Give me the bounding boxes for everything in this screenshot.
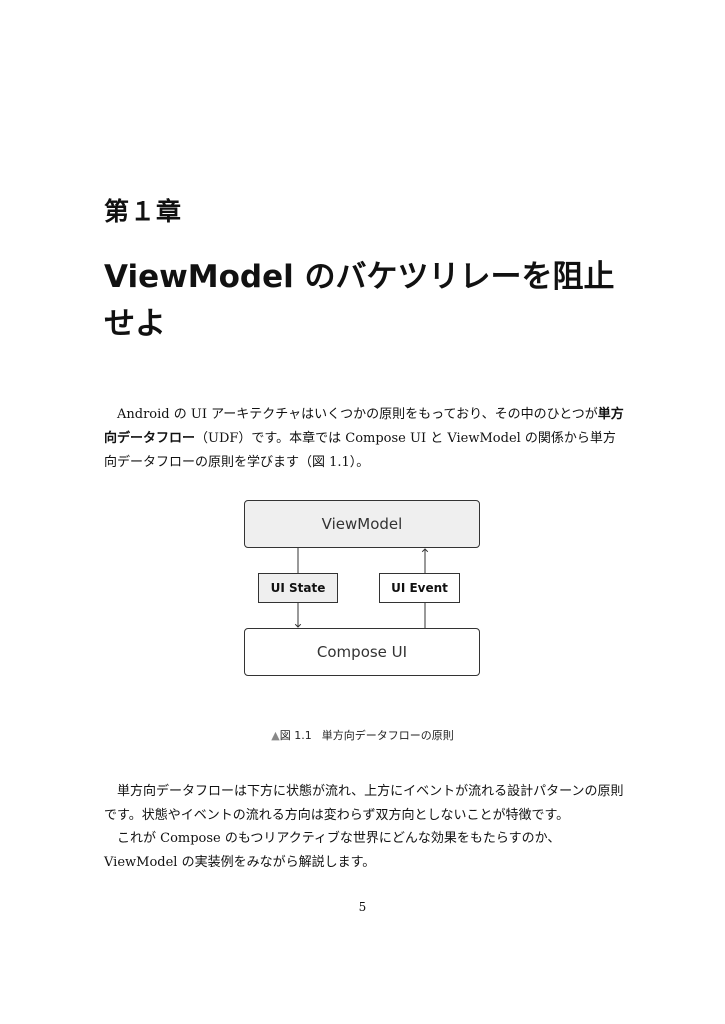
ui-event-box: UI Event <box>379 573 460 603</box>
caption-number: 図 1.1 <box>279 729 312 742</box>
viewmodel-box: ViewModel <box>244 500 480 548</box>
intro-paragraph: Android の UI アーキテクチャはいくつかの原則をもっており、その中のひ… <box>104 403 624 475</box>
intro-text-2: （UDF）です。本章では Compose UI と ViewModel の関係か… <box>104 431 616 470</box>
ui-state-box: UI State <box>258 573 338 603</box>
caption-title: 単方向データフローの原則 <box>321 729 454 742</box>
caption-marker: ▲ <box>271 729 280 742</box>
chapter-label: 第１章 <box>104 197 183 226</box>
udf-diagram-lines <box>294 548 429 628</box>
compose-ui-box: Compose UI <box>244 628 480 676</box>
intro-text-1: Android の UI アーキテクチャはいくつかの原則をもっており、その中のひ… <box>117 407 598 422</box>
figure-caption: ▲図 1.1 単方向データフローの原則 <box>0 727 725 743</box>
page-number: 5 <box>358 900 367 914</box>
ui-event-label: UI Event <box>391 581 448 595</box>
body-paragraph-2: これが Compose のもつリアクティブな世界にどんな効果をもたらすのか、Vi… <box>104 831 561 870</box>
compose-ui-label: Compose UI <box>316 643 408 661</box>
chapter-title: ViewModel のバケツリレーを阻止せよ <box>104 259 615 342</box>
intro-bold-term: 単方向データフロー <box>104 407 624 446</box>
viewmodel-label: ViewModel <box>321 515 403 533</box>
body-paragraph-1: 単方向データフローは下方に状態が流れ、上方にイベントが流れる設計パターンの原則で… <box>104 784 624 823</box>
ui-state-label: UI State <box>270 581 326 595</box>
